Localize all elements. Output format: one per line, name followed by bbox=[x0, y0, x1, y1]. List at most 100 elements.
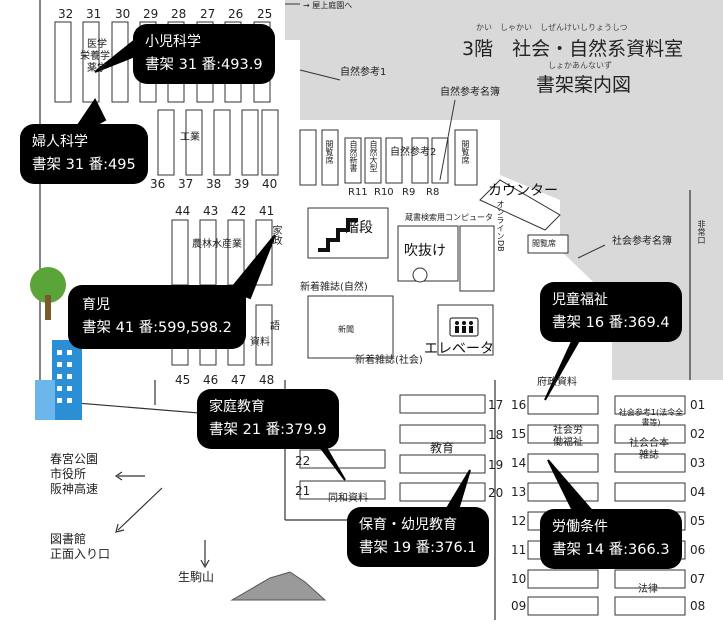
new-mag-nature-label: 新着雑誌(自然) bbox=[300, 282, 368, 293]
callout-shelf: 書架 41 番:599,598.2 bbox=[82, 319, 232, 336]
shelf-num: 01 bbox=[690, 398, 706, 412]
shelf-num: 18 bbox=[488, 428, 504, 442]
shelf-num: 45 bbox=[175, 373, 191, 387]
callout-subject: 家庭教育 bbox=[209, 399, 265, 415]
shelf-num: 36 bbox=[150, 177, 166, 191]
agri-label: 農林水産業 bbox=[192, 239, 242, 250]
mountain-icon bbox=[230, 571, 327, 601]
shelf-num: 31 bbox=[86, 7, 102, 21]
elevator-icon bbox=[449, 317, 479, 337]
social-ref-names-label: 社会参考名簿 bbox=[612, 236, 672, 247]
callout-shelf: 書架 16 番:369.4 bbox=[552, 314, 670, 331]
callout-shelf: 書架 21 番:379.9 bbox=[209, 421, 327, 438]
dir-cityhall: 市役所 bbox=[50, 467, 87, 481]
shelf-num: 40 bbox=[262, 177, 278, 191]
shelf-num: 28 bbox=[171, 7, 187, 21]
shelf-num: 06 bbox=[690, 543, 706, 557]
dir-entrance: 正面入り口 bbox=[50, 547, 111, 561]
household-label: 家政 bbox=[270, 225, 281, 245]
shelf-num: 43 bbox=[203, 204, 219, 218]
social-ref1-label: 社会参考1(法令全書等) bbox=[618, 408, 684, 427]
shelf-num: 14 bbox=[511, 456, 527, 470]
shelf-num: 15 bbox=[511, 427, 527, 441]
dir-mountain: 生駒山 bbox=[178, 570, 215, 584]
shelf-num: 29 bbox=[143, 7, 159, 21]
nat-ref2-label: 自然参考2 bbox=[390, 147, 437, 158]
callout-shelf: 書架 31 番:493.9 bbox=[145, 56, 263, 73]
nat-large-label: 自然大型 bbox=[369, 140, 378, 172]
shelf-num: 42 bbox=[231, 204, 247, 218]
shelf-num: 11 bbox=[511, 543, 527, 557]
building-icon bbox=[35, 340, 82, 420]
callout-subject: 婦人科学 bbox=[32, 134, 88, 150]
shelf-num: 13 bbox=[511, 485, 527, 499]
tree-icon bbox=[30, 267, 66, 320]
shelf-num: 26 bbox=[228, 7, 244, 21]
callout-shelf: 書架 31 番:495 bbox=[32, 156, 136, 173]
callout-pediatrics: 小児科学 書架 31 番:493.9 bbox=[133, 24, 275, 85]
language-label: 語 bbox=[270, 321, 280, 332]
materials-label: 資料 bbox=[250, 337, 270, 348]
page-subtitle: 書架案内図 bbox=[536, 74, 632, 96]
nat-ref-names-label: 自然参考名簿 bbox=[440, 87, 500, 98]
shelf-num: 30 bbox=[115, 7, 131, 21]
shelf-num: 32 bbox=[58, 7, 74, 21]
shelf-num: 48 bbox=[259, 373, 275, 387]
title-line2-ruby: しょかあんないず bbox=[548, 61, 612, 70]
medical-label: 医学 bbox=[87, 39, 107, 50]
atrium-label: 吹抜け bbox=[404, 243, 446, 259]
stairs-icon bbox=[318, 218, 358, 252]
callout-gynecology: 婦人科学 書架 31 番:495 bbox=[20, 124, 148, 185]
callout-preschool-education: 保育・幼児教育 書架 19 番:376.1 bbox=[347, 507, 489, 568]
social-welfare-label: 社会労働福祉 bbox=[553, 425, 583, 448]
shelf-num: 02 bbox=[690, 427, 706, 441]
shelf-num: 09 bbox=[511, 599, 527, 613]
shelf-num: 03 bbox=[690, 456, 706, 470]
shelf-num: R11 bbox=[348, 187, 368, 198]
shelf-num: 19 bbox=[488, 458, 504, 472]
industry-label: 工業 bbox=[180, 132, 200, 143]
emergency-exit-label: 非常口 bbox=[697, 220, 706, 244]
shelf-num: 12 bbox=[511, 514, 527, 528]
shelf-num: 22 bbox=[295, 454, 311, 468]
online-label: オンラインDB bbox=[496, 200, 505, 252]
nat-new-label: 自然新書 bbox=[349, 140, 358, 172]
callout-child-welfare: 児童福祉 書架 16 番:369.4 bbox=[540, 282, 682, 343]
callout-subject: 労働条件 bbox=[552, 519, 608, 535]
shelf-num: 21 bbox=[295, 484, 311, 498]
dir-library: 図書館 bbox=[50, 532, 87, 546]
newspaper-label: 新聞 bbox=[338, 325, 354, 334]
atrium-icon bbox=[412, 267, 428, 283]
shelf-num: 08 bbox=[690, 599, 706, 613]
dowa-label: 同和資料 bbox=[328, 493, 368, 504]
shelf-num: 20 bbox=[488, 486, 504, 500]
shelf-num: 16 bbox=[511, 398, 527, 412]
page-title: 3階 社会・自然系資料室 bbox=[462, 38, 684, 60]
seat-label-3: 閲覧席 bbox=[532, 239, 556, 248]
shelf-num: 47 bbox=[231, 373, 247, 387]
shelf-num: 44 bbox=[175, 204, 191, 218]
pharmacy-label: 薬学 bbox=[87, 63, 107, 74]
callout-subject: 小児科学 bbox=[145, 34, 201, 50]
shelf-num: 10 bbox=[511, 572, 527, 586]
callout-home-education: 家庭教育 書架 21 番:379.9 bbox=[197, 389, 339, 450]
callout-subject: 保育・幼児教育 bbox=[359, 517, 457, 533]
shelf-num: 38 bbox=[206, 177, 222, 191]
shelf-num: 17 bbox=[488, 398, 504, 412]
dir-park: 春宮公園 bbox=[50, 452, 99, 466]
shelf-num: R10 bbox=[374, 187, 394, 198]
callout-childcare: 育児 書架 41 番:599,598.2 bbox=[68, 285, 246, 350]
nursing-label: 栄養学 bbox=[80, 51, 110, 62]
callout-shelf: 書架 14 番:366.3 bbox=[552, 541, 670, 558]
rooftop-note: → 屋上庭園へ bbox=[303, 1, 353, 10]
callout-subject: 育児 bbox=[82, 297, 110, 313]
shelf-num: 46 bbox=[203, 373, 219, 387]
nat-ref1-label: 自然参考1 bbox=[340, 67, 387, 78]
callout-shelf: 書架 19 番:376.1 bbox=[359, 539, 477, 556]
new-mag-society-label: 新着雑誌(社会) bbox=[355, 355, 423, 366]
social-general-mag-label: 社会合本雑誌 bbox=[629, 438, 669, 461]
shelf-num: 25 bbox=[257, 7, 273, 21]
computer-label: 蔵書検索用コンピュータ bbox=[405, 213, 493, 222]
title-line1-ruby: かい しゃかい しぜんけいしりょうしつ bbox=[476, 23, 628, 32]
